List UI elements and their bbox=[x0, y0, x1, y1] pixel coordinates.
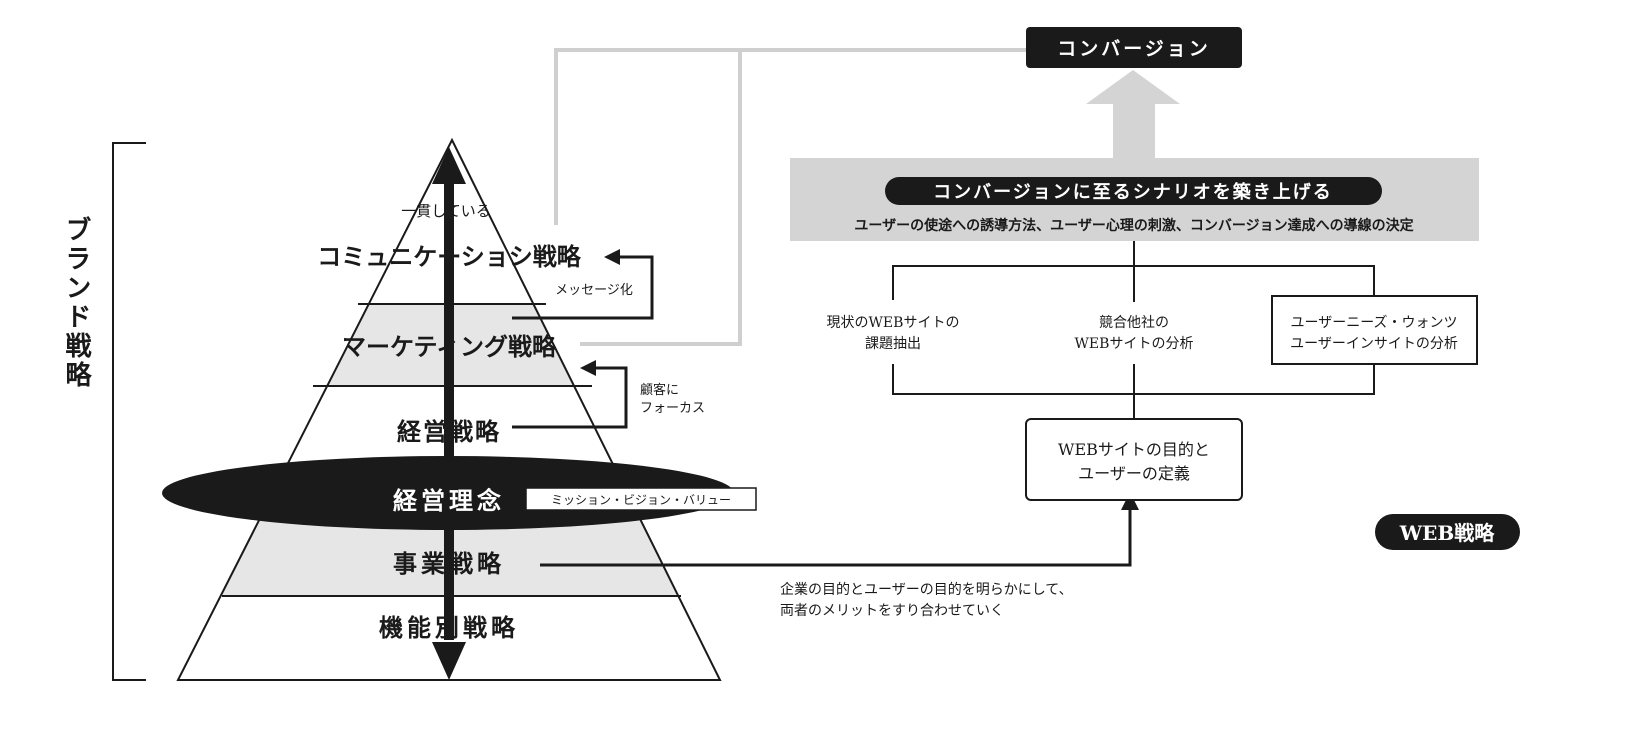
brand-strategy-label: ブランド戦略 bbox=[61, 215, 91, 390]
layer-label-management: 経営戦略 bbox=[397, 417, 501, 446]
web-strategy-label: WEB戦略 bbox=[1399, 521, 1496, 545]
philosophy-label: 経営理念 bbox=[393, 486, 505, 515]
philosophy-tag: ミッション・ビジョン・バリュー bbox=[551, 493, 731, 507]
top-note: 一貫している bbox=[401, 202, 491, 220]
bottom-note-line1: 企業の目的とユーザーの目的を明らかにして、 bbox=[780, 581, 1073, 598]
layer-label-business: 事業戦略 bbox=[393, 549, 505, 578]
layer-label-functional: 機能別戦略 bbox=[379, 613, 519, 642]
web-strategy-badge bbox=[1375, 514, 1520, 550]
bottom-note-line2: 両者のメリットをすり合わせていく bbox=[780, 603, 1004, 619]
analysis-current-site-line1: 現状のWEBサイトの bbox=[827, 315, 960, 331]
analysis-competitor-line2: WEBサイトの分析 bbox=[1075, 336, 1194, 352]
purpose-line1: WEBサイトの目的と bbox=[1058, 440, 1210, 459]
message-note: メッセージ化 bbox=[555, 283, 633, 298]
scenario-up-arrow bbox=[1086, 70, 1180, 161]
layer-label-marketing: マーケティング戦略 bbox=[342, 332, 557, 361]
message-feedback-arrow bbox=[512, 249, 654, 320]
purpose-line2: ユーザーの定義 bbox=[1078, 464, 1190, 483]
analysis-connector-lines bbox=[892, 241, 1375, 420]
analysis-competitor-line1: 競合他社の bbox=[1099, 315, 1169, 331]
customer-focus-arrow bbox=[512, 360, 628, 429]
layer-label-communication: コミュニケーショシ戦略 bbox=[317, 242, 582, 271]
consistency-arrow bbox=[432, 147, 466, 680]
purpose-box bbox=[1025, 418, 1243, 501]
user-needs-box bbox=[1271, 295, 1478, 365]
brand-bracket bbox=[112, 142, 146, 681]
scenario-subtitle: ユーザーの使途への誘導方法、ユーザー心理の刺激、コンバージョン達成への導線の決定 bbox=[854, 217, 1413, 234]
analysis-user-needs-line1: ユーザーニーズ・ウォンツ bbox=[1290, 315, 1457, 331]
conversion-connector-lines bbox=[554, 48, 1030, 346]
philosophy-tag-box bbox=[525, 487, 757, 511]
analysis-current-site-line2: 課題抽出 bbox=[865, 336, 921, 352]
conversion-box bbox=[1026, 27, 1242, 68]
customer-focus-note-line2: フォーカス bbox=[640, 401, 705, 416]
scenario-title: コンバージョンに至るシナリオを築き上げる bbox=[933, 181, 1333, 203]
customer-focus-note-line1: 顧客に bbox=[640, 382, 679, 398]
scenario-title-pill bbox=[885, 177, 1382, 205]
analysis-user-needs-line2: ユーザーインサイトの分析 bbox=[1290, 336, 1458, 352]
conversion-label: コンバージョン bbox=[1057, 38, 1211, 60]
